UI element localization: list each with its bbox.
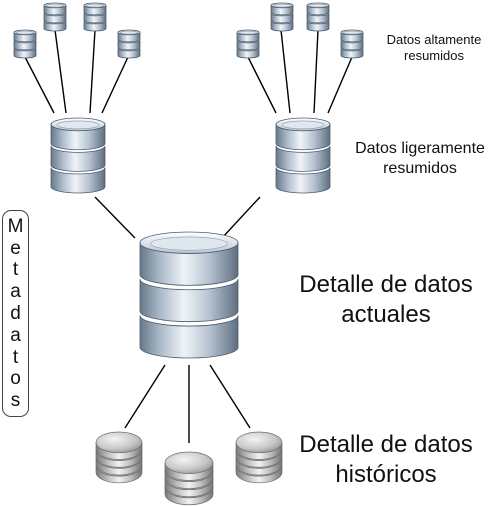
database-icon-medium [50,117,106,194]
label-line: Datos altamente [386,32,482,47]
label-line: resumidos [383,159,457,177]
database-icon-medium [275,117,331,194]
connector-line [124,364,166,429]
database-icon-small [340,29,364,59]
connector-lines [24,29,353,443]
connector-line [24,56,55,114]
metadata-letter: t [12,346,19,368]
metadata-letter: s [10,390,21,412]
label-historical-detail-data: Detalle de datos históricos [286,430,486,490]
label-highly-summarized-data: Datos altamente resumidos [368,32,500,64]
database-icons [13,2,364,506]
database-icon-large [139,231,239,359]
label-current-detail-data: Detalle de datos actuales [286,270,486,330]
database-icon-small [236,29,260,59]
label-line: Detalle de datos [299,431,473,458]
label-lightly-summarized-data: Datos ligeramente resumidos [340,139,500,178]
connector-line [313,29,319,114]
disk-stack-icon [164,451,214,506]
database-icon-small [43,2,67,32]
connector-line [94,196,136,239]
disk-stack-icon [235,431,283,484]
metadata-letter: a [10,324,21,346]
metadata-letter: t [12,259,19,281]
metadata-letter: o [10,368,21,390]
connector-line [221,196,261,239]
database-icon-small [117,29,141,59]
database-icon-small [306,2,330,32]
disk-stack-icon [95,431,143,484]
database-icon-small [83,2,107,32]
connector-line [89,29,96,114]
metadata-letter: M [7,215,24,237]
connector-line [54,29,67,114]
metadata-letter: d [10,302,21,324]
label-line: actuales [341,301,431,328]
metadata-letter: e [10,237,21,259]
metadata-letter: a [10,281,21,303]
label-line: Datos ligeramente [355,140,485,157]
label-line: resumidos [404,47,464,63]
connector-line [327,56,353,114]
database-icon-small [13,29,37,59]
connector-line [247,56,277,114]
label-line: históricos [335,461,437,488]
label-line: Detalle de datos [299,271,473,298]
connector-line [209,364,251,429]
database-icon-small [270,2,294,32]
connector-line [280,29,291,114]
connector-line [101,56,129,114]
